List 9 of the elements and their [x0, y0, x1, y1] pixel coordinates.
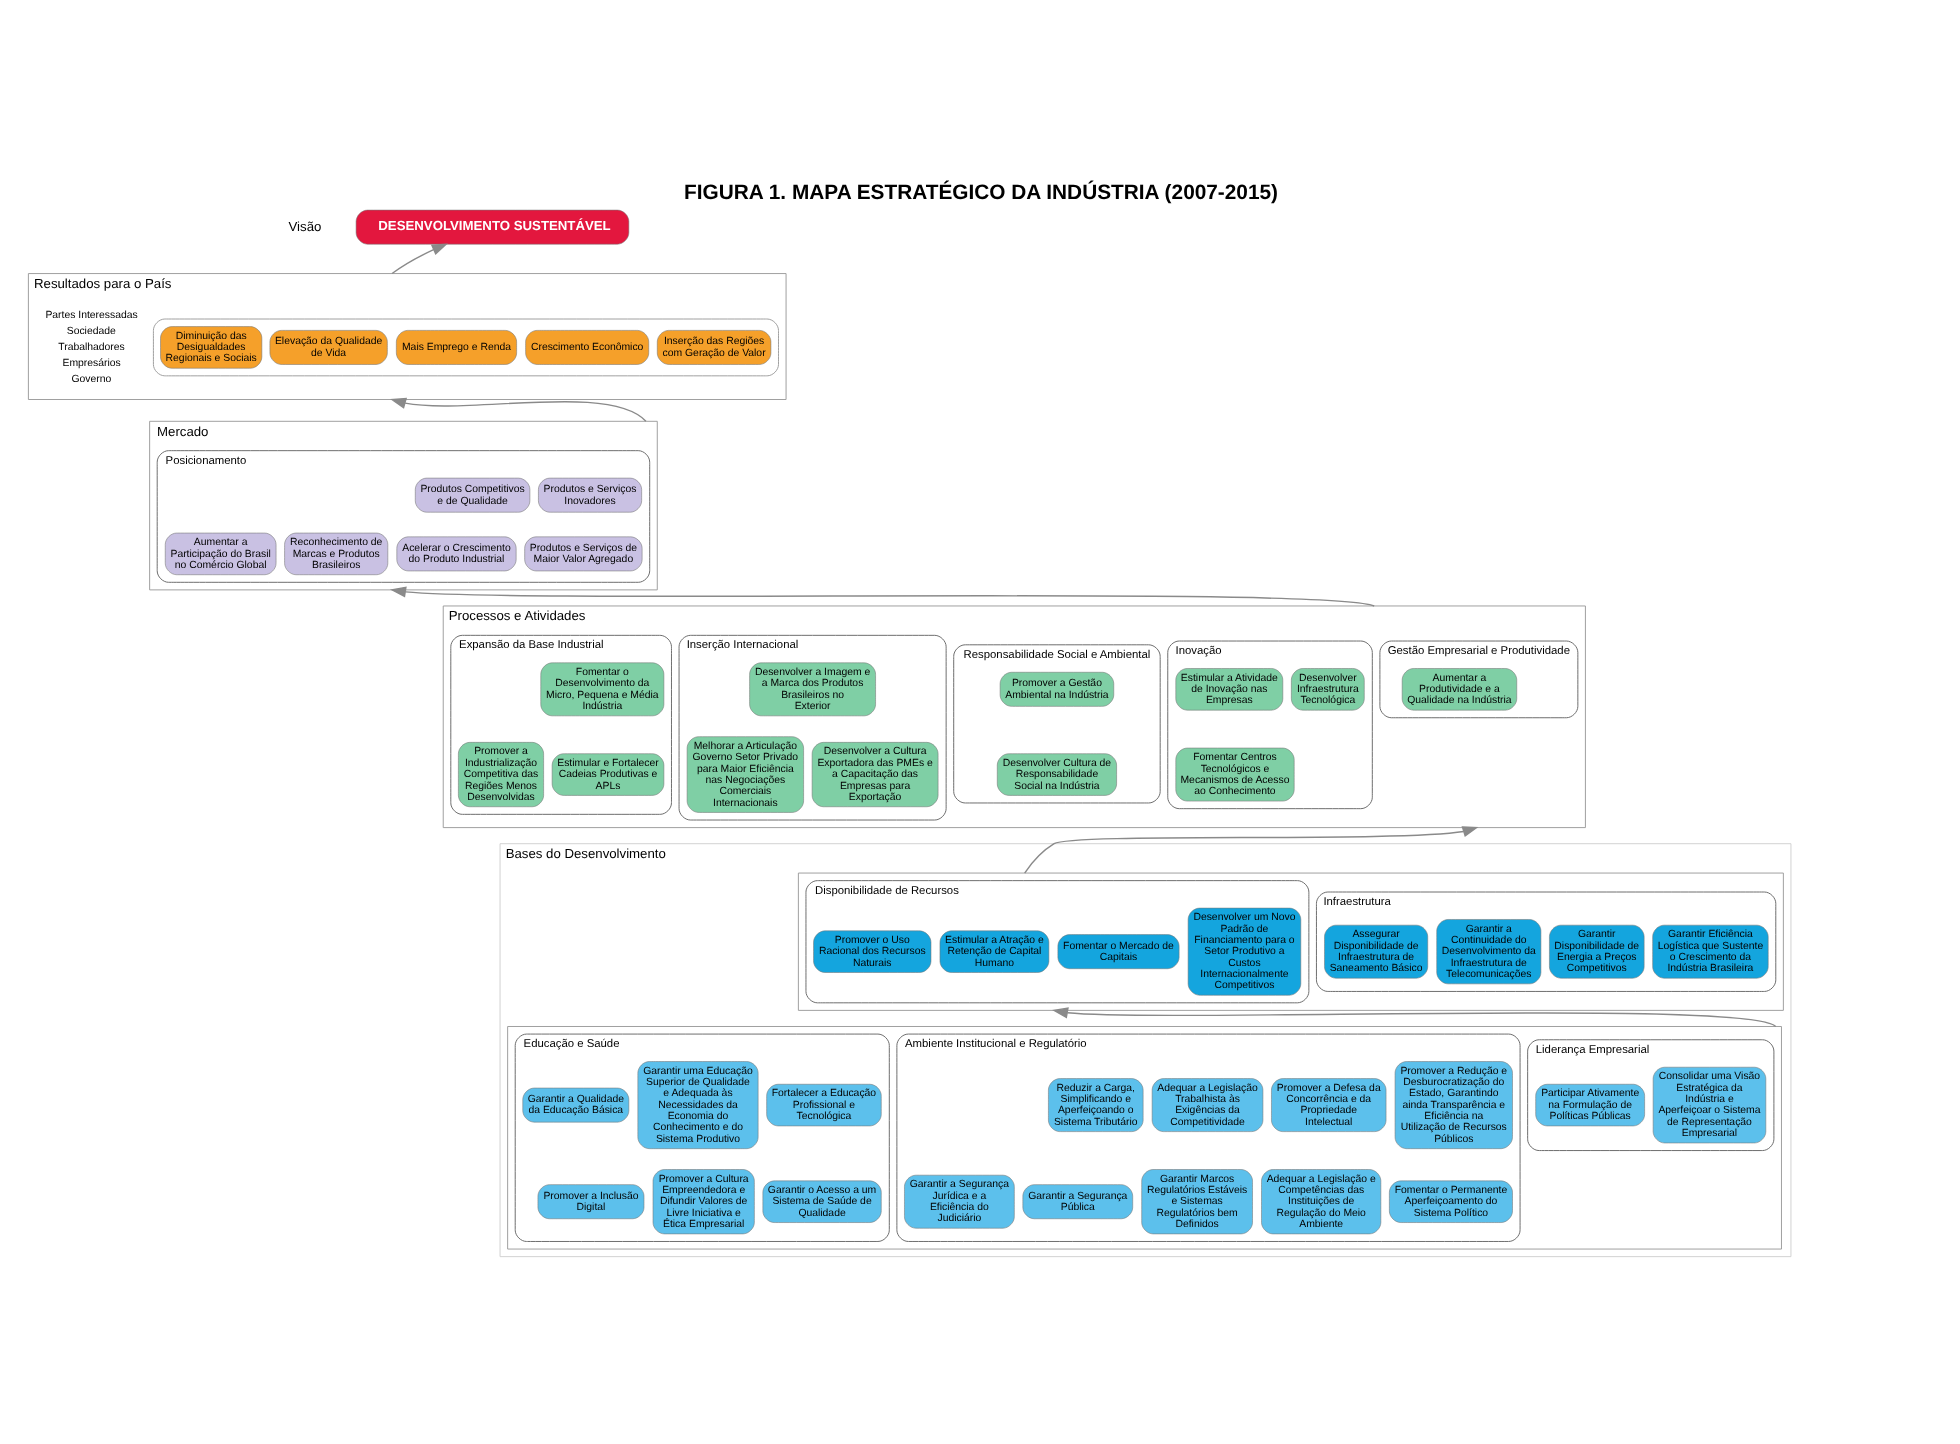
cluster: [797, 872, 1784, 1011]
arrow: [389, 586, 1375, 607]
arrow: [1023, 826, 1479, 874]
cluster: [152, 318, 779, 377]
arrow: [390, 397, 647, 422]
diagram-title: FIGURA 1. MAPA ESTRATÉGICO DA INDÚSTRIA (2007-2015): [684, 183, 1279, 206]
arrow: [391, 243, 448, 275]
arrow: [1052, 1007, 1777, 1028]
cluster: [507, 1026, 1782, 1250]
